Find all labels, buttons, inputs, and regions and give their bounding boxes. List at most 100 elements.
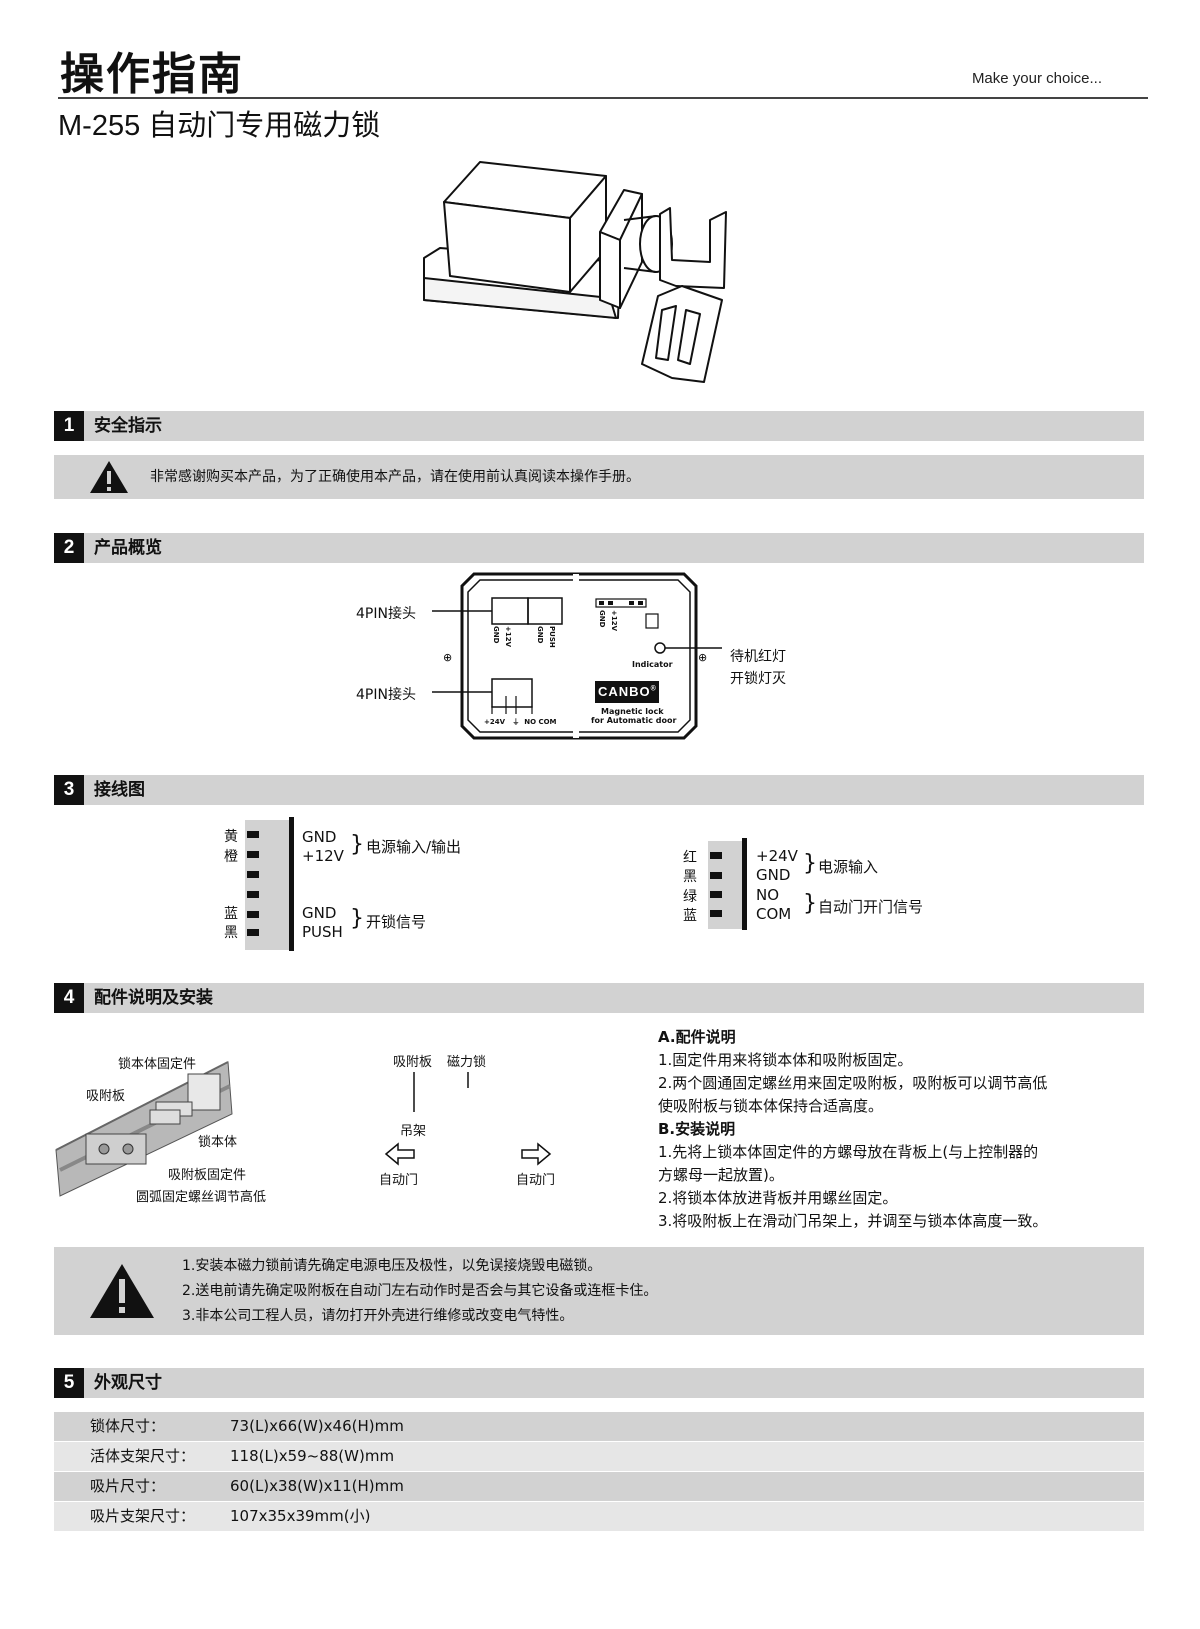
left-pin (247, 911, 259, 918)
product-illustration (423, 161, 727, 383)
brace-icon: } (350, 906, 364, 931)
pcb-diagram: ⊕ ⊕ (432, 572, 722, 740)
right-terminal-bar (742, 838, 747, 930)
dimension-key: 活体支架尺寸： (90, 1447, 196, 1465)
dimension-row: 锁体尺寸： 73(L)x66(W)x46(H)mm (54, 1412, 1144, 1441)
accessory-b-item: 方螺母一起放置)。 (658, 1166, 784, 1184)
slogan: Make your choice... (971, 70, 1102, 87)
right-power-label: 电源输入 (818, 858, 879, 876)
right-pin (710, 852, 722, 859)
dimension-value: 118(L)x59~88(W)mm (230, 1447, 395, 1465)
accessory-a-title: A.配件说明 (658, 1028, 736, 1046)
left-push-label: PUSH (302, 923, 343, 941)
accessory-b-title: B.安装说明 (658, 1120, 736, 1138)
label-door-right: 自动门 (516, 1173, 556, 1188)
right-no-label: NO (756, 886, 780, 904)
dimension-key: 吸片尺寸： (90, 1477, 166, 1495)
connector-bottom-label: 4PIN接头 (356, 687, 416, 703)
brand-mark: ® (650, 685, 657, 693)
section-number: 4 (54, 983, 84, 1013)
accessory-b-item: 2.将锁本体放进背板并用螺丝固定。 (658, 1189, 898, 1207)
left-unlock-label: 开锁信号 (366, 913, 427, 931)
brace-icon: } (803, 851, 817, 876)
wire-color: 绿 (683, 889, 697, 905)
right-com-label: COM (756, 905, 792, 923)
warning-box: 1.安装本磁力锁前请先确定电源电压及极性，以免误接烧毁电磁锁。 2.送电前请先确… (54, 1247, 1144, 1335)
brand-logo: CANBO® (598, 684, 657, 699)
wire-color: 黑 (683, 869, 697, 885)
dimension-row: 吸片尺寸： 60(L)x38(W)x11(H)mm (54, 1472, 1144, 1501)
section-1-header: 1 安全指示 (54, 411, 1144, 441)
page-title: 操作指南 (60, 49, 244, 100)
rail-assembly-figure (55, 1061, 233, 1197)
section-title: 接线图 (94, 780, 145, 800)
left-power-label: 电源输入/输出 (366, 838, 462, 856)
warning-icon (90, 461, 128, 493)
wire-color: 红 (683, 850, 697, 866)
section-number: 5 (54, 1368, 84, 1398)
warning-icon (90, 1264, 154, 1318)
accessory-a-item: 1.固定件用来将锁本体和吸附板固定。 (658, 1051, 913, 1069)
section-title: 外观尺寸 (94, 1373, 162, 1393)
brand-desc-1: Magnetic lock (601, 707, 664, 716)
dimension-value: 73(L)x66(W)x46(H)mm (230, 1417, 404, 1435)
section-4-header: 4 配件说明及安装 (54, 983, 1144, 1013)
wire-color: 黑 (224, 925, 238, 941)
pcb-pin-push: PUSH (548, 626, 556, 648)
pcb-right-gnd: GND (598, 610, 606, 628)
accessory-a-item: 使吸附板与锁本体保持合适高度。 (658, 1097, 884, 1115)
left-terminal-bar (289, 817, 294, 951)
brace-icon: } (803, 891, 817, 916)
right-pin (710, 872, 722, 879)
left-gnd-label: GND (302, 828, 337, 846)
left-pin (247, 929, 259, 936)
wire-color: 蓝 (683, 908, 697, 924)
accessory-a-item: 2.两个圆通固定螺丝用来固定吸附板，吸附板可以调节高低 (658, 1074, 1048, 1092)
section-2-header: 2 产品概览 (54, 533, 1144, 563)
accessory-b-item: 3.将吸附板上在滑动门吊架上，并调至与锁本体高度一致。 (658, 1212, 1048, 1230)
label-fig2-hanger: 吊架 (400, 1124, 427, 1139)
left-pin (247, 871, 259, 878)
section-3-header: 3 接线图 (54, 775, 1144, 805)
left-pin (247, 831, 259, 838)
label-door-left: 自动门 (379, 1173, 419, 1188)
wire-color: 黄 (224, 829, 238, 845)
pcb-right-12v: +12V (610, 610, 618, 632)
svg-text:⊕: ⊕ (698, 651, 707, 664)
brand-name: CANBO (598, 684, 651, 699)
warning-item: 3.非本公司工程人员，请勿打开外壳进行维修或改变电气特性。 (182, 1308, 574, 1324)
label-fig2-lock: 磁力锁 (447, 1055, 487, 1070)
right-pin (710, 910, 722, 917)
left-pin (247, 891, 259, 898)
dimension-row: 活体支架尺寸： 118(L)x59~88(W)mm (54, 1442, 1144, 1471)
connector-top-label: 4PIN接头 (356, 606, 416, 622)
section-5-header: 5 外观尺寸 (54, 1368, 1144, 1398)
notice-text: 非常感谢购买本产品，为了正确使用本产品，请在使用前认真阅读本操作手册。 (150, 469, 640, 485)
pcb-indicator-text: Indicator (632, 660, 673, 669)
accessory-b-item: 1.先将上锁本体固定件的方螺母放在背板上(与上控制器的 (658, 1143, 1039, 1161)
dimension-row: 吸片支架尺寸： 107x35x39mm(小) (54, 1502, 1144, 1531)
arrow-left-icon (384, 1142, 415, 1166)
left-pin (247, 851, 259, 858)
label-lock-body: 锁本体 (198, 1135, 238, 1150)
label-plate: 吸附板 (86, 1089, 126, 1104)
pcb-pin-gnd2: GND (536, 626, 544, 644)
section-title: 产品概览 (94, 538, 162, 558)
indicator-label-1: 待机红灯 (730, 649, 786, 665)
section-number: 2 (54, 533, 84, 563)
dimension-key: 吸片支架尺寸： (90, 1507, 196, 1525)
safety-notice: 非常感谢购买本产品，为了正确使用本产品，请在使用前认真阅读本操作手册。 (54, 455, 1144, 499)
section-number: 3 (54, 775, 84, 805)
wire-color: 蓝 (224, 906, 238, 922)
wire-color: 橙 (224, 849, 238, 865)
product-subtitle: M-255 自动门专用磁力锁 (58, 110, 381, 142)
left-12v-label: +12V (302, 847, 344, 865)
right-signal-label: 自动门开门信号 (818, 898, 924, 916)
label-fig2-plate: 吸附板 (393, 1055, 433, 1070)
right-gnd-label: GND (756, 866, 791, 884)
label-lock-fixture: 锁本体固定件 (118, 1057, 197, 1072)
dimension-value: 60(L)x38(W)x11(H)mm (230, 1477, 404, 1495)
label-plate-fixture: 吸附板固定件 (168, 1168, 247, 1183)
brand-desc-2: for Automatic door (591, 716, 677, 725)
warning-item: 1.安装本磁力锁前请先确定电源电压及极性，以免误接烧毁电磁锁。 (182, 1258, 602, 1274)
